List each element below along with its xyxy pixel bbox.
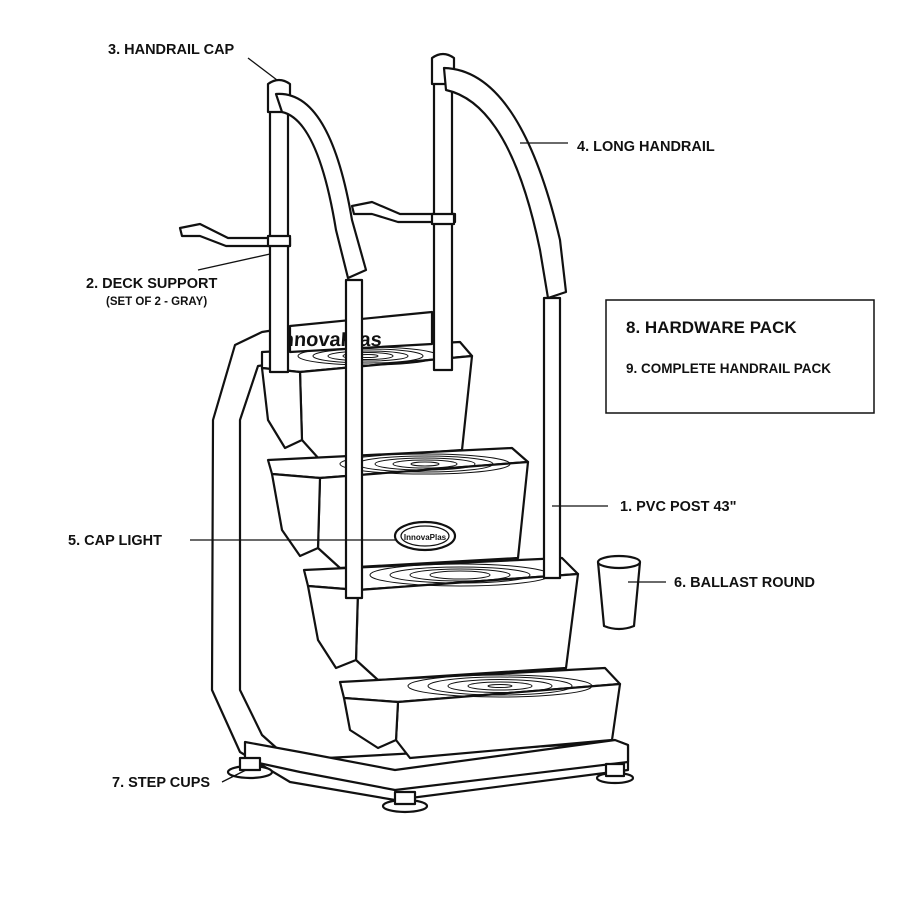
step-1-side — [260, 366, 304, 450]
step-1-riser — [298, 354, 474, 462]
label-deck-support: 2. DECK SUPPORT — [86, 276, 217, 292]
label-ballast-round: 6. BALLAST ROUND — [674, 575, 815, 591]
info-box-frame — [605, 299, 875, 414]
pvc-post-left-front — [344, 278, 364, 600]
hardware-info-box: 8. HARDWARE PACK 9. COMPLETE HANDRAIL PA… — [605, 299, 875, 414]
left-rear-post — [266, 108, 292, 374]
label-long-handrail: 4. LONG HANDRAIL — [577, 139, 715, 155]
label-step-cups: 7. STEP CUPS — [112, 775, 210, 791]
cap-light: InnovaPlas — [393, 520, 457, 552]
step-2-side — [270, 472, 322, 558]
step-base — [243, 738, 630, 792]
info-box-title: 8. HARDWARE PACK — [626, 318, 797, 337]
step-4-side — [342, 696, 400, 750]
label-deck-support-note: (SET OF 2 - GRAY) — [106, 296, 207, 308]
leader-handrail-cap — [247, 57, 278, 81]
brand-back-text: InnovaPlas — [275, 329, 382, 351]
leader-deck-support — [197, 253, 271, 271]
long-handrail-right — [442, 66, 568, 300]
ballast-round — [596, 554, 642, 631]
step-unit: InnovaPlas InnovaPlas — [210, 310, 635, 814]
step-cup-left — [226, 756, 274, 780]
step-cup-right — [595, 762, 635, 785]
tread-texture-4 — [407, 674, 593, 698]
pvc-post-right-front — [542, 296, 562, 580]
cap-light-brand-text: InnovaPlas — [404, 533, 447, 542]
label-cap-light: 5. CAP LIGHT — [68, 533, 162, 549]
label-pvc-post: 1. PVC POST 43" — [620, 499, 736, 515]
label-handrail-cap: 3. HANDRAIL CAP — [108, 42, 235, 58]
step-3-riser — [354, 572, 580, 682]
long-handrail-left — [274, 92, 368, 280]
tread-texture-1 — [297, 346, 439, 366]
step-cup-front — [381, 790, 429, 814]
right-rear-post — [430, 78, 456, 372]
leader-step-cups — [221, 769, 247, 783]
info-box-subtitle: 9. COMPLETE HANDRAIL PACK — [626, 361, 831, 376]
